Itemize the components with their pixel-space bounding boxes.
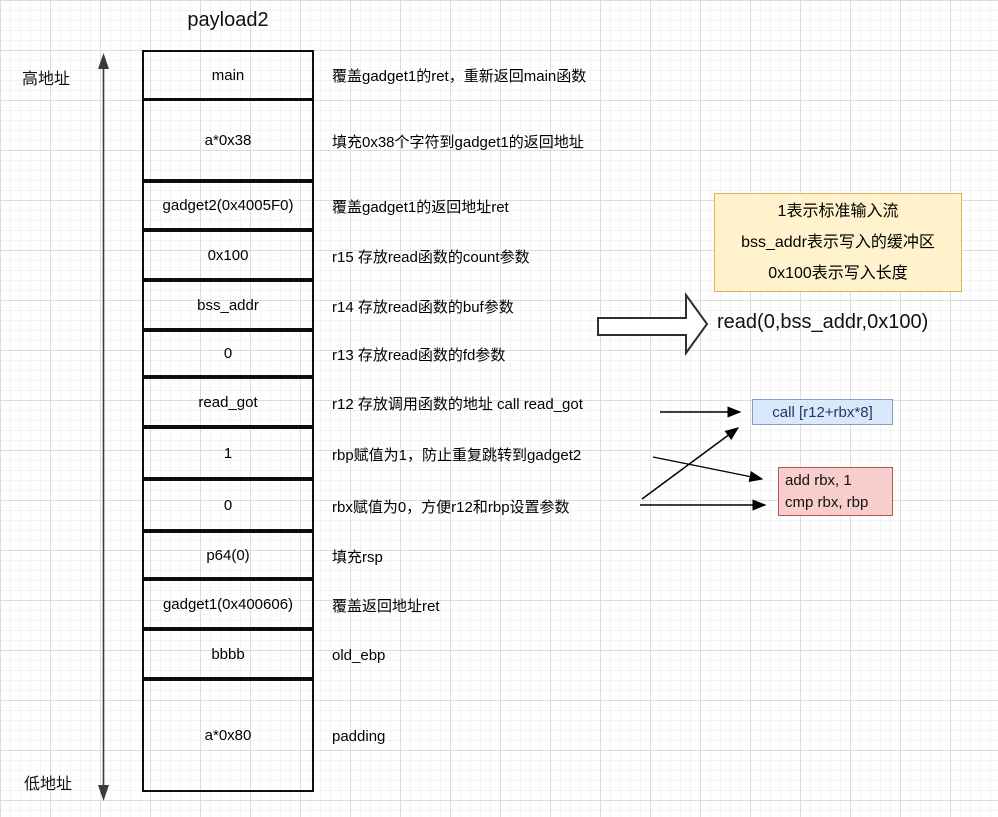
stack-row: p64(0) 填充rsp: [142, 531, 586, 580]
stack-cell: 1: [142, 427, 314, 479]
stack-note: r12 存放调用函数的地址 call read_got: [332, 395, 583, 413]
stack-cell: 0x100: [142, 230, 314, 280]
stack-cell: gadget1(0x400606): [142, 579, 314, 629]
stack-cell: read_got: [142, 377, 314, 427]
loop-gadget-line: cmp rbx, rbp: [785, 494, 869, 511]
stack-row: bbbb old_ebp: [142, 629, 586, 680]
note-box-line: 0x100表示写入长度: [768, 265, 908, 282]
stack-note: padding: [332, 728, 386, 745]
call-gadget-label: call [r12+rbx*8]: [772, 403, 873, 421]
stack-cell: 0: [142, 330, 314, 377]
stack-cell: gadget2(0x4005F0): [142, 181, 314, 230]
stack-note: 覆盖返回地址ret: [332, 597, 440, 615]
note-box-line: bss_addr表示写入的缓冲区: [741, 234, 935, 251]
stack-row: 0 r13 存放read函数的fd参数: [142, 330, 586, 378]
stack-row: 0 rbx赋值为0，方便r12和rbp设置参数: [142, 479, 586, 532]
address-axis-up-arrow-icon: [98, 53, 109, 69]
stack-row: a*0x80 padding: [142, 679, 586, 793]
call-gadget-box: call [r12+rbx*8]: [752, 399, 893, 425]
low-address-label: 低地址: [24, 776, 73, 793]
stack-note: rbx赋值为0，方便r12和rbp设置参数: [332, 498, 570, 516]
loop-gadget-line: add rbx, 1: [785, 472, 852, 489]
address-axis-down-arrow-icon: [98, 785, 109, 801]
stack-row: read_got r12 存放调用函数的地址 call read_got: [142, 377, 586, 428]
stack-note: 填充0x38个字符到gadget1的返回地址: [332, 133, 584, 151]
stack-row: 0x100 r15 存放read函数的count参数: [142, 230, 586, 281]
stack-cell: p64(0): [142, 531, 314, 579]
stack-cell: 0: [142, 479, 314, 531]
stack-cell: bbbb: [142, 629, 314, 679]
note-box: 1表示标准输入流 bss_addr表示写入的缓冲区 0x100表示写入长度: [714, 193, 962, 292]
stack-note: rbp赋值为1，防止重复跳转到gadget2: [332, 446, 582, 464]
stack-note: old_ebp: [332, 646, 386, 664]
stack-row: gadget1(0x400606) 覆盖返回地址ret: [142, 579, 586, 630]
stack-note: 覆盖gadget1的返回地址ret: [332, 199, 509, 216]
stack-cell: a*0x80: [142, 679, 314, 792]
stack-cell: main: [142, 50, 314, 100]
arrow-rbp-to-loopbox: [652, 456, 764, 482]
read-call-label: read(0,bss_addr,0x100): [717, 311, 929, 333]
stack-cell: a*0x38: [142, 99, 314, 181]
stack-row: main 覆盖gadget1的ret，重新返回main函数: [142, 50, 586, 100]
note-box-line: 1表示标准输入流: [777, 203, 899, 220]
arrow-rbx-to-callbox: [641, 427, 740, 500]
stack-note: 填充rsp: [332, 548, 383, 566]
high-address-label: 高地址: [22, 71, 71, 88]
stack-note: 覆盖gadget1的ret，重新返回main函数: [332, 67, 587, 85]
stack-row: 1 rbp赋值为1，防止重复跳转到gadget2: [142, 427, 586, 480]
stack-row: bss_addr r14 存放read函数的buf参数: [142, 280, 586, 331]
diagram-title: payload2: [187, 9, 269, 31]
stack-note: r14 存放read函数的buf参数: [332, 298, 514, 316]
big-block-arrow-icon: [597, 291, 709, 357]
stack-row: gadget2(0x4005F0) 覆盖gadget1的返回地址ret: [142, 181, 586, 231]
loop-gadget-box: add rbx, 1 cmp rbx, rbp: [778, 467, 893, 516]
stack-row: a*0x38 填充0x38个字符到gadget1的返回地址: [142, 99, 586, 182]
stack-column: main 覆盖gadget1的ret，重新返回main函数 a*0x38 填充0x38…: [142, 50, 586, 793]
stack-cell: bss_addr: [142, 280, 314, 330]
stack-note: r15 存放read函数的count参数: [332, 248, 530, 266]
stack-note: r13 存放read函数的fd参数: [332, 347, 506, 364]
